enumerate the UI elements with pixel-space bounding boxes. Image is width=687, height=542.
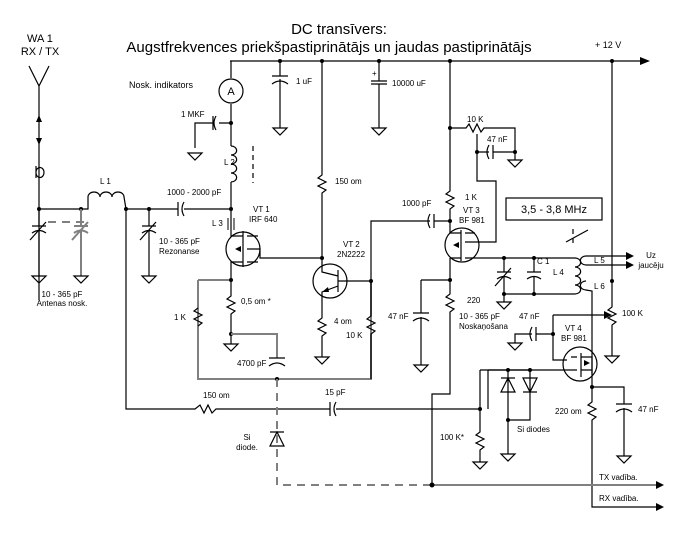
vt2-name: VT 2 [343,240,360,249]
rx-ctrl-label: RX vadība. [599,494,639,503]
c-47nf-vt4-label: 47 nF [519,312,540,321]
band-label: 3,5 - 3,8 MHz [521,204,587,216]
c-47nf-top-label: 47 nF [487,135,508,144]
c-ant-val: 10 - 365 pF [42,290,83,299]
c1-label: C 1 [537,257,550,266]
r-220-label: 220 [467,296,481,305]
out-mixer-1: Uz [646,251,656,260]
inductor-l6-icon [579,280,593,374]
c-polarity: + [372,69,377,78]
l6-label: L 6 [594,282,605,291]
l5-label: L 5 [594,256,605,265]
c-ant-name: Antenas nosk. [37,299,88,308]
r-05-label: 0,5 om * [241,297,271,306]
c-res-name: Rezonanse [159,247,200,256]
c-tune-val: 10 - 365 pF [459,312,500,321]
variable-capacitor-resonance [139,209,158,284]
l3-label: L 3 [212,219,223,228]
supply-label: + 12 V [595,40,621,50]
c-tune-name: Noskaņošana [459,322,508,331]
title-line2: Augstfrekvences priekšpastiprinātājs un … [126,39,531,56]
vt1-type: IRF 640 [249,215,278,224]
r-150-top-label: 150 om [335,177,362,186]
diode-si-2: diode. [236,443,258,452]
inductor-l2-icon [230,140,238,209]
vt3-type: BF 981 [459,216,485,225]
vt2-type: 2N2222 [337,250,366,259]
vt1-name: VT 1 [253,205,270,214]
r-1k-left-label: 1 K [174,313,187,322]
vt4-type: BF 981 [561,334,587,343]
c-1000pf-label: 1000 pF [402,199,431,208]
l4-label: L 4 [553,268,564,277]
si-diode-icon [269,430,285,447]
antenna-name: WA 1 [27,33,53,45]
mosfet-vt4-icon [562,346,598,382]
mosfet-vt3-icon [444,227,480,263]
band-box [505,197,603,221]
c-res-val: 10 - 365 pF [159,237,200,246]
r-100k-pot-label: 100 K [622,309,644,318]
l2-label: L 2 [224,158,235,167]
ammeter-icon [218,78,244,104]
diodes-si-label: Si diodes [517,425,550,434]
title-line1: DC transīvers: [291,21,387,38]
diode-si-1: Si [243,433,250,442]
r-100k-label: 100 K* [440,433,464,442]
antenna-mode: RX / TX [21,46,60,58]
r-10k-pot-label: 10 K [467,115,484,124]
vt3-name: VT 3 [463,206,480,215]
r-220om-label: 220 om [555,407,582,416]
c-47nf-br-label: 47 nF [638,405,659,414]
c-10000uf-label: 10000 uF [392,79,426,88]
r-150-bottom-label: 150 om [203,391,230,400]
c-coupling-label: 1000 - 2000 pF [167,188,221,197]
c-47nf-mid-label: 47 nF [388,312,409,321]
meter-label: Nosk. indikators [129,80,194,90]
si-diodes-icon [480,369,538,462]
ammeter-symbol: A [227,86,235,98]
variable-capacitor-antenna [29,209,90,284]
inductor-l1-icon [39,191,231,217]
inductor-l4-icon [502,257,582,295]
c-1uf-label: 1 uF [296,77,312,86]
c-15pf-label: 15 pF [325,388,346,397]
c-1mkf-label: 1 MKF [181,110,205,119]
tx-ctrl-label: TX vadība. [599,473,638,482]
r-10k-label: 10 K [346,331,363,340]
inductor-l5-icon [579,255,626,266]
out-mixer-2: jaucēju [637,261,663,270]
r-1k-vt3-label: 1 K [465,193,478,202]
c-4700-label: 4700 pF [237,359,266,368]
antenna: WA 1 RX / TX [21,33,60,300]
r-4om-label: 4 om [334,317,352,326]
vt4-name: VT 4 [565,324,582,333]
l1-label: L 1 [100,177,111,186]
